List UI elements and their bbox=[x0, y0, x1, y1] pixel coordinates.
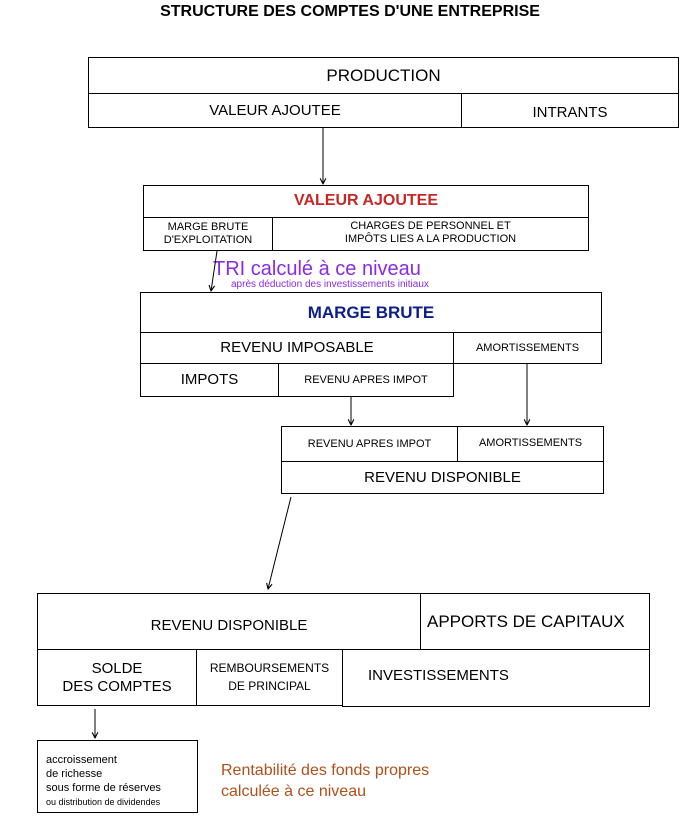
amortissements-cell: AMORTISSEMENTS bbox=[453, 332, 602, 364]
accroissement-line-3: sous forme de réserves bbox=[46, 782, 161, 794]
revenu-disponible-label: REVENU DISPONIBLE bbox=[364, 468, 521, 486]
amortissements-label: AMORTISSEMENTS bbox=[475, 341, 580, 354]
revenu-imposable-label: REVENU IMPOSABLE bbox=[220, 339, 374, 357]
accroissement-line-2: de richesse bbox=[46, 768, 103, 780]
solde-line-2: DES COMPTES bbox=[62, 677, 172, 695]
divider bbox=[282, 461, 603, 462]
amortissements-cell-2: AMORTISSEMENTS bbox=[478, 436, 583, 449]
remb-line-2: DE PRINCIPAL bbox=[228, 678, 311, 693]
solde-comptes-label: SOLDE DES COMPTES bbox=[38, 650, 196, 705]
remboursements-label: REMBOURSEMENTS DE PRINCIPAL bbox=[197, 650, 342, 705]
revenu-disponible-cell: REVENU DISPONIBLE bbox=[37, 593, 421, 650]
apports-capitaux-label: APPORTS DE CAPITAUX bbox=[427, 611, 625, 631]
accroissement-box: accroissement de richesse sous forme de … bbox=[37, 740, 198, 813]
remboursements-cell: REMBOURSEMENTS DE PRINCIPAL bbox=[196, 649, 343, 706]
revenu-apres-impot-cell: REVENU APRES IMPOT bbox=[278, 363, 454, 397]
intrants-cell: INTRANTS bbox=[532, 103, 608, 121]
divider bbox=[144, 217, 588, 218]
revenu-disponible-final-label: REVENU DISPONIBLE bbox=[150, 617, 308, 635]
marge-brute-title-row: MARGE BRUTE bbox=[140, 292, 602, 333]
production-label: PRODUCTION bbox=[326, 65, 441, 85]
marge-line-1: MARGE BRUTE bbox=[167, 221, 249, 234]
divider bbox=[89, 93, 678, 94]
arrow-revenu-disponible-to-final bbox=[268, 496, 292, 589]
charges-line-1: CHARGES DE PERSONNEL ET bbox=[350, 220, 511, 233]
investissements-label: INVESTISSEMENTS bbox=[368, 667, 509, 685]
marge-brute-box: MARGE BRUTE REVENU IMPOSABLE AMORTISSEME… bbox=[140, 292, 602, 397]
rentabilite-line-1: Rentabilité des fonds propres bbox=[221, 762, 430, 779]
rentabilite-line-2: calculée à ce niveau bbox=[221, 783, 366, 800]
revenu-apres-impot-label: REVENU APRES IMPOT bbox=[304, 373, 428, 386]
impots-label: IMPOTS bbox=[180, 371, 239, 389]
solde-line-1: SOLDE bbox=[91, 660, 143, 678]
rentabilite-annotation: Rentabilité des fonds propres calculée à… bbox=[221, 760, 429, 802]
divider bbox=[457, 427, 458, 461]
divider bbox=[272, 217, 273, 250]
marge-line-2: D'EXPLOITATION bbox=[163, 234, 253, 246]
tri-annotation: TRI calculé à ce niveau bbox=[213, 258, 421, 280]
revenu-disponible-box: REVENU APRES IMPOT AMORTISSEMENTS REVENU… bbox=[281, 426, 604, 494]
production-box: PRODUCTION VALEUR AJOUTEE INTRANTS bbox=[88, 57, 679, 128]
marge-brute-title: MARGE BRUTE bbox=[307, 302, 435, 322]
charges-line-2: IMPÔTS LIES A LA PRODUCTION bbox=[344, 233, 517, 245]
tri-subnote: après déduction des investissements init… bbox=[231, 279, 429, 290]
investissements-cell: INVESTISSEMENTS bbox=[342, 649, 650, 707]
divider bbox=[461, 93, 462, 127]
charges-personnel-cell: CHARGES DE PERSONNEL ET IMPÔTS LIES A LA… bbox=[273, 218, 588, 248]
marge-brute-exploitation-cell: MARGE BRUTE D'EXPLOITATION bbox=[144, 218, 272, 250]
solde-comptes-cell: SOLDE DES COMPTES bbox=[37, 649, 197, 706]
revenu-apres-impot-cell-2: REVENU APRES IMPOT bbox=[307, 437, 432, 450]
arrow-valeur-ajoutee-to-marge-brute bbox=[211, 250, 218, 291]
accroissement-text: accroissement de richesse sous forme de … bbox=[46, 753, 198, 809]
accroissement-line-1: accroissement bbox=[46, 754, 117, 766]
valeur-ajoutee-cell: VALEUR AJOUTEE bbox=[209, 101, 341, 119]
page-title: STRUCTURE DES COMPTES D'UNE ENTREPRISE bbox=[160, 3, 540, 20]
revenu-disponible-final-box: REVENU DISPONIBLE APPORTS DE CAPITAUX SO… bbox=[37, 593, 650, 707]
valeur-ajoutee-box: VALEUR AJOUTEE MARGE BRUTE D'EXPLOITATIO… bbox=[143, 185, 589, 251]
impots-cell: IMPOTS bbox=[140, 363, 279, 397]
remb-line-1: REMBOURSEMENTS bbox=[209, 661, 330, 676]
valeur-ajoutee-title: VALEUR AJOUTEE bbox=[293, 192, 438, 210]
revenu-imposable-cell: REVENU IMPOSABLE bbox=[140, 332, 454, 364]
accroissement-line-4: ou distribution de dividendes bbox=[46, 797, 161, 807]
